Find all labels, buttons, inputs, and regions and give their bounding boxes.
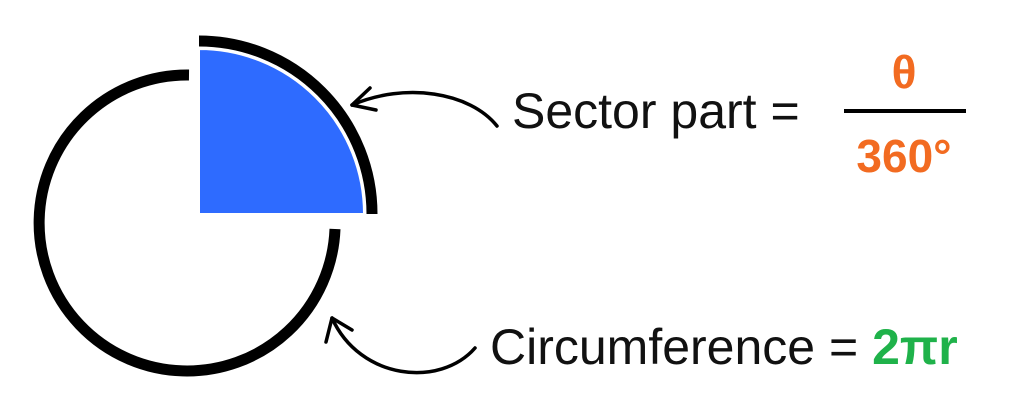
- sector-fraction-denominator: 360°: [856, 130, 951, 182]
- sector-fraction-numerator: θ: [892, 46, 917, 98]
- circumference-label: Circumference =: [490, 319, 858, 375]
- sector-equation-label: Sector part =: [512, 83, 800, 139]
- circumference-equation: Circumference = 2πr: [490, 319, 958, 375]
- circumference-arrow: [324, 316, 477, 375]
- circumference-formula: 2πr: [872, 319, 958, 375]
- sector-arrow: [350, 86, 499, 128]
- sector-arc: [198, 35, 378, 215]
- circle-arc: [33, 69, 341, 377]
- sector-shape: [198, 47, 366, 215]
